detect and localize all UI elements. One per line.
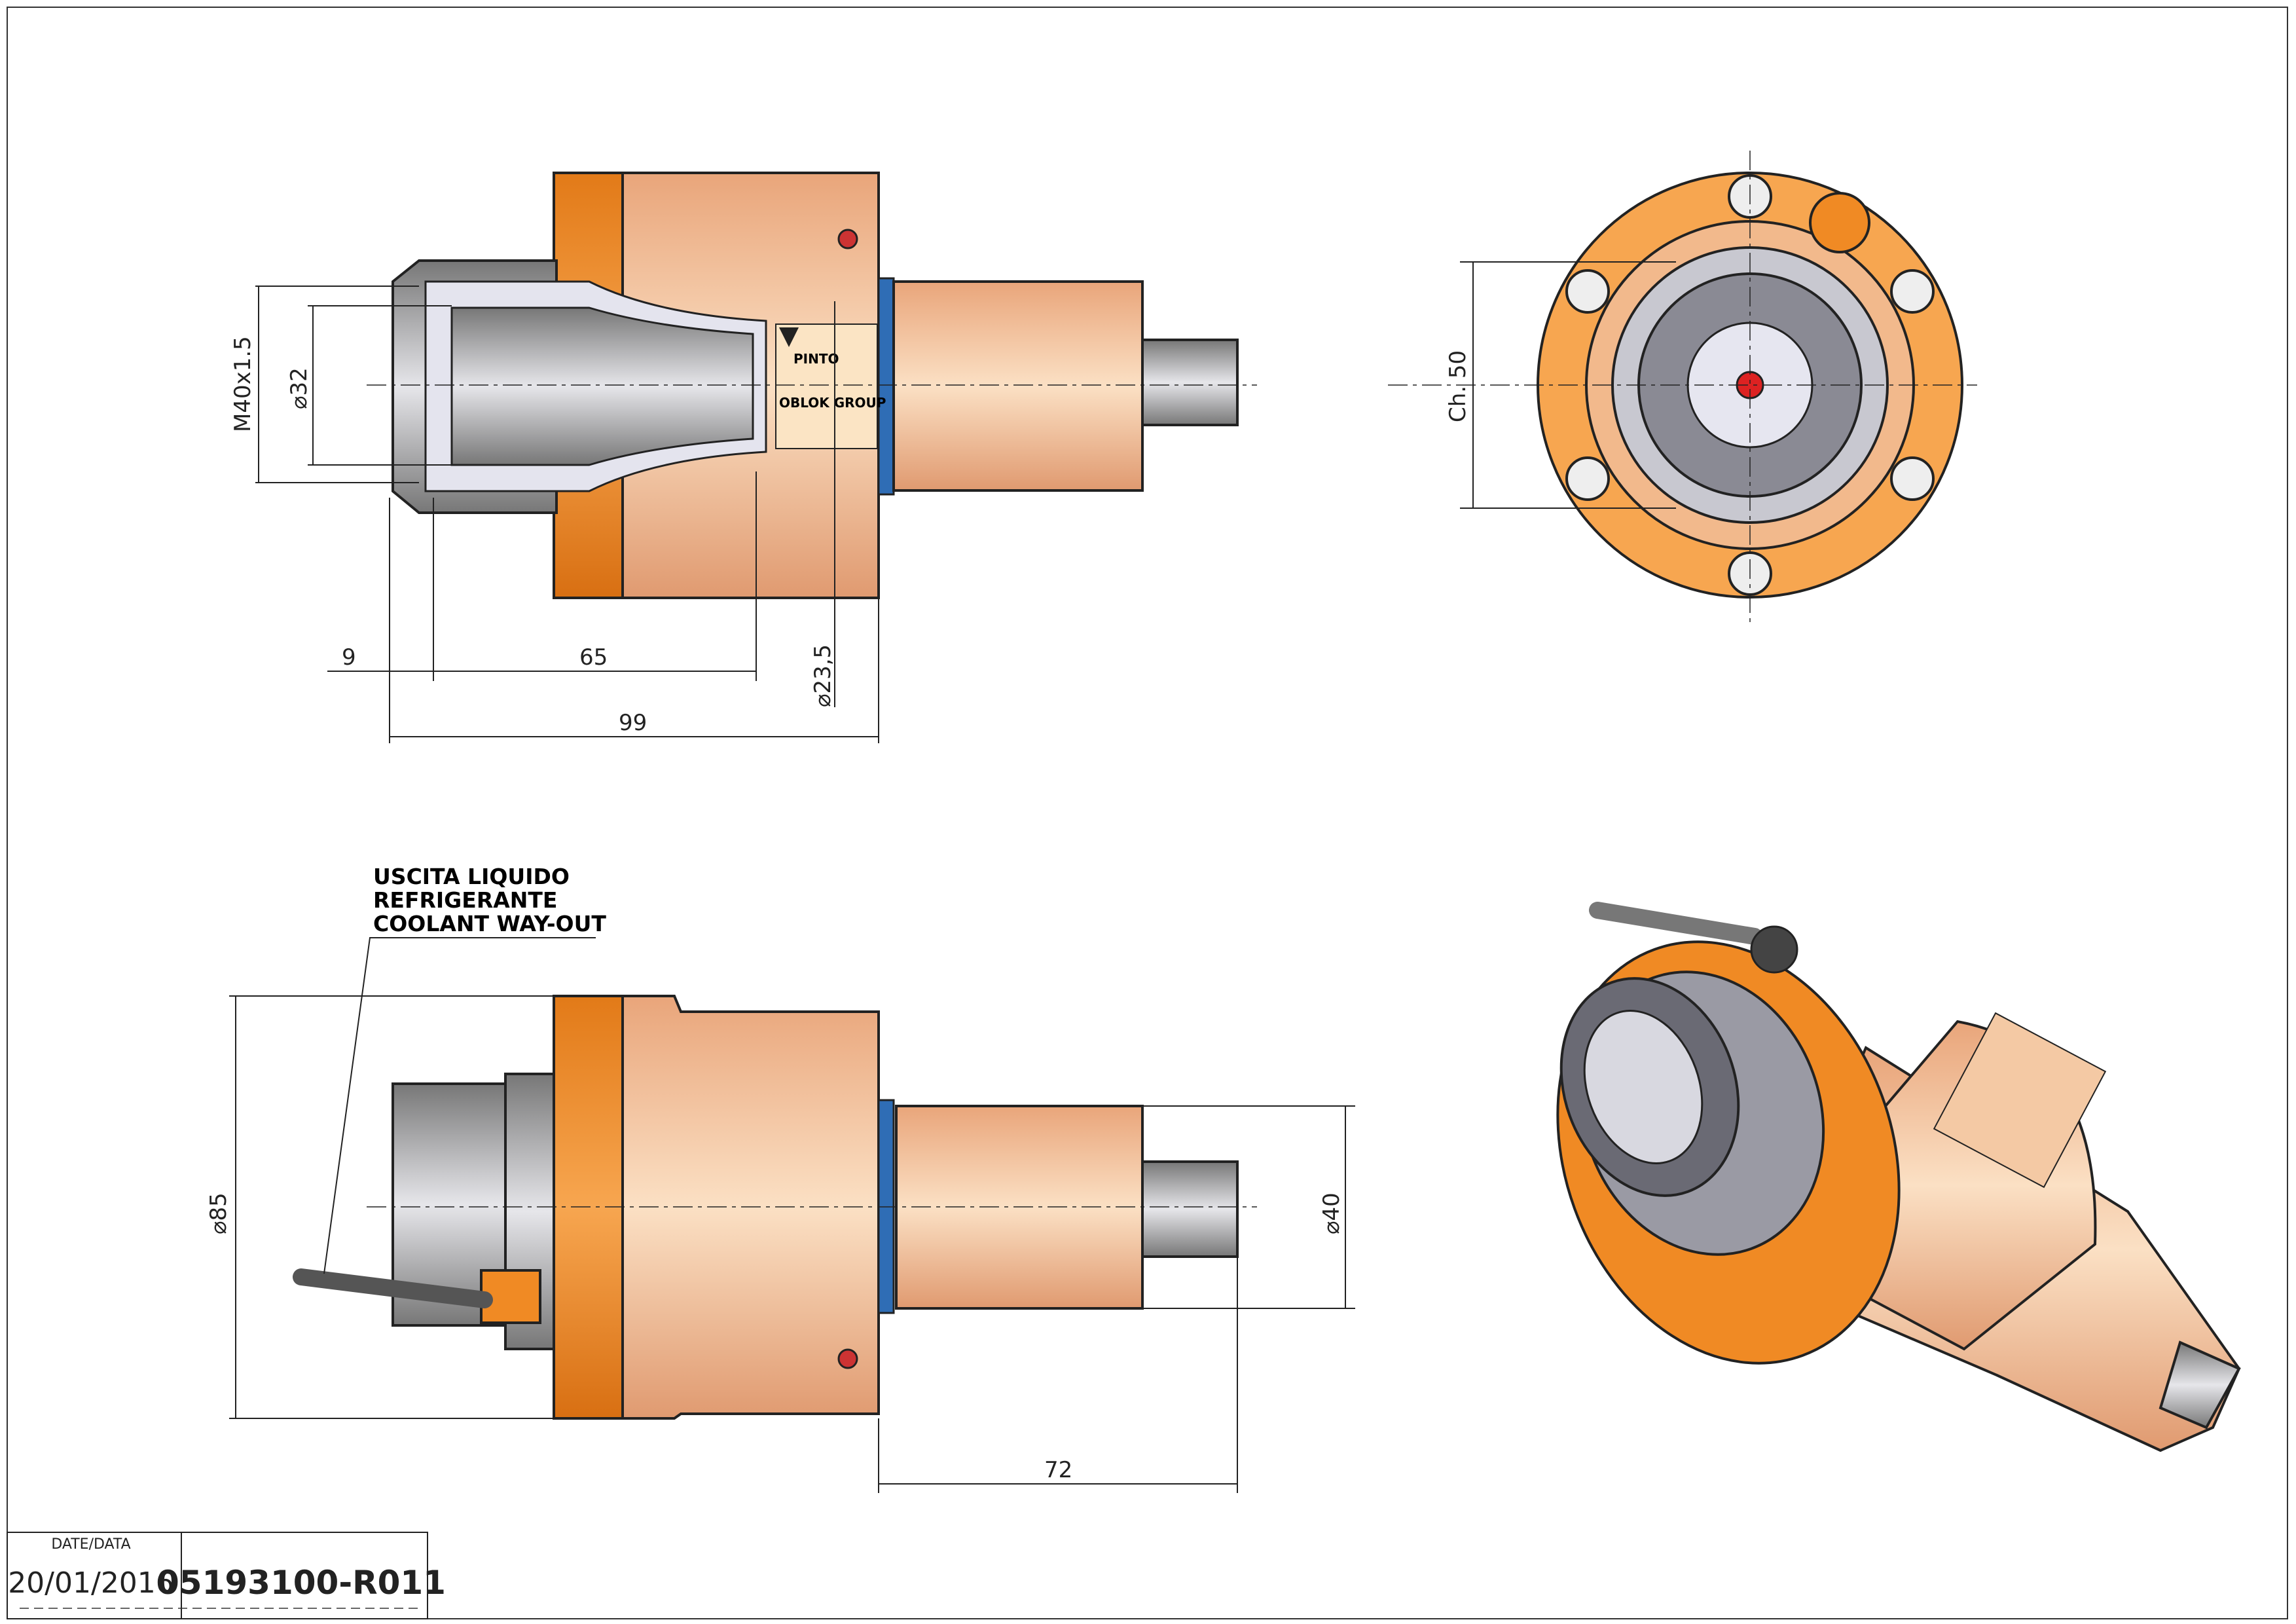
dim-length: 72: [1044, 1457, 1072, 1483]
dim-outer: ⌀85: [206, 1192, 232, 1234]
coolant-fitting: [1809, 192, 1870, 253]
side-view-bottom: USCITA LIQUIDO REFRIGERANTE COOLANT WAY-…: [206, 864, 1355, 1493]
annotation-line3: COOLANT WAY-OUT: [373, 911, 606, 936]
leader-line: [323, 937, 596, 1274]
shank: [892, 280, 1144, 492]
nameplate: [1933, 1012, 2107, 1189]
drawing-number: 05193100-R011: [156, 1564, 446, 1602]
dim-65: 65: [579, 644, 608, 671]
drawing-frame: [7, 7, 2288, 1619]
isometric-view: [1556, 902, 2241, 1452]
dim-bore: ⌀23,5: [810, 644, 836, 707]
title-block: DATE/DATA 20/01/2016 05193100-R011: [7, 1532, 446, 1619]
coolant-pipe: [293, 1268, 493, 1308]
front-view: Ch. 50: [1388, 151, 1977, 622]
date-value: 20/01/2016: [8, 1566, 174, 1600]
dim-9: 9: [342, 644, 356, 671]
dim-chamfer: Ch. 50: [1445, 350, 1471, 422]
o-ring: [877, 277, 895, 496]
nameplate-brand1: PINTO: [793, 351, 839, 367]
dim-shank: ⌀40: [1319, 1192, 1345, 1234]
nameplate: [775, 323, 878, 449]
date-label: DATE/DATA: [51, 1536, 130, 1553]
brand-logo-icon: [779, 327, 799, 347]
side-view-top: PINTO OBLOK GROUP M40x1.5 ⌀32 9 65 99 ⌀2…: [230, 172, 1257, 743]
screw-icon: [837, 229, 858, 249]
bolt-icons: [1565, 174, 1935, 596]
collet-bore: [450, 306, 754, 466]
annotation-line2: REFRIGERANTE: [373, 887, 557, 913]
dim-99: 99: [619, 710, 647, 736]
dim-collet-dia: ⌀32: [286, 367, 312, 409]
dim-thread: M40x1.5: [230, 336, 256, 432]
annotation-line1: USCITA LIQUIDO: [373, 864, 570, 889]
nameplate-brand2: OBLOK GROUP: [779, 395, 886, 411]
drive-pilot: [1141, 339, 1239, 426]
screw-icon: [837, 1348, 858, 1369]
